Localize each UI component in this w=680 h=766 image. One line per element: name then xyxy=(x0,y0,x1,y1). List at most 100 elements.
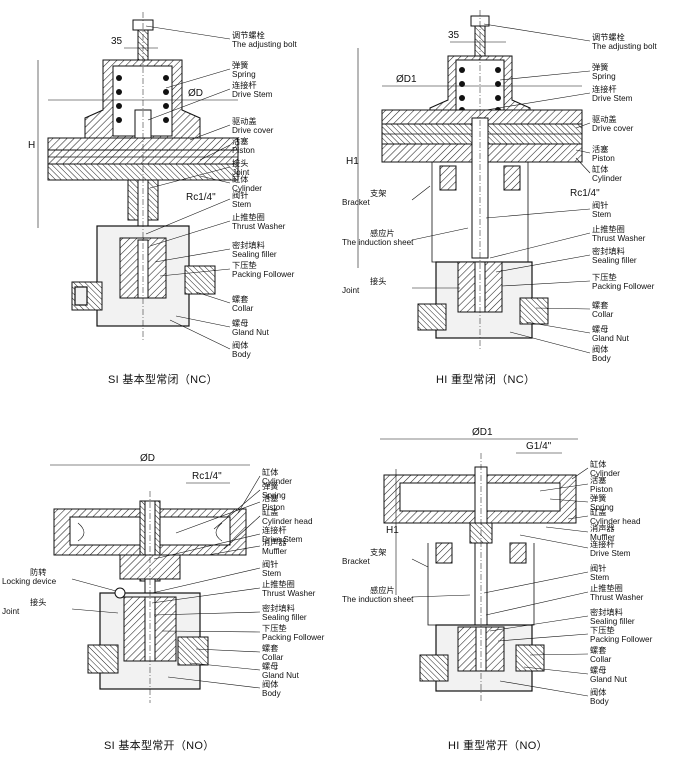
leader-line xyxy=(161,630,261,633)
leader-line xyxy=(189,662,261,671)
leader-line xyxy=(411,185,431,201)
caption: HI 重型常闭（NC） xyxy=(436,374,536,386)
part-label-zh: 螺母 xyxy=(592,324,608,334)
caption: SI 基本型常开（NO） xyxy=(104,740,215,752)
part-label-en: Thrust Washer xyxy=(232,222,286,231)
leader-line xyxy=(539,483,589,492)
leader-line xyxy=(549,498,589,503)
leader-line xyxy=(207,545,261,556)
part-label-en: Thrust Washer xyxy=(592,234,646,243)
part-label-en: Stem xyxy=(232,200,251,209)
leader-line xyxy=(519,534,589,549)
part-label-zh: 缸盖 xyxy=(590,507,606,517)
leader-line xyxy=(71,608,119,614)
leader-line xyxy=(495,254,591,273)
part-label-en: Bracket xyxy=(342,557,370,566)
part-label-zh: 连接杆 xyxy=(262,525,287,535)
part-label-zh: 止推垫圈 xyxy=(262,579,295,589)
leader-line xyxy=(167,676,261,689)
part-label-zh: 阀体 xyxy=(590,687,606,697)
part-label-zh: 阀针 xyxy=(592,200,608,210)
part-label-zh: 下压垫 xyxy=(590,625,615,635)
leader-line xyxy=(223,515,261,550)
part-label-zh: 止推垫圈 xyxy=(590,583,623,593)
part-label-zh: 缸体 xyxy=(232,174,248,184)
leader-line xyxy=(489,615,589,632)
leader-line xyxy=(153,611,261,616)
dim-diameter: ØD xyxy=(188,88,203,99)
part-label-zh: 消声器 xyxy=(262,537,287,547)
part-label-zh: 螺母 xyxy=(232,318,248,328)
part-label-zh: 螺套 xyxy=(262,643,278,653)
leader-line xyxy=(195,291,231,304)
part-label-en: Packing Follower xyxy=(262,633,325,642)
part-label-zh: 弹簧 xyxy=(262,481,278,491)
part-label-en: Body xyxy=(592,354,612,363)
dim-port: Rc1/4" xyxy=(570,188,600,199)
part-label-zh: 消声器 xyxy=(590,523,615,533)
caption: HI 重型常开（NO） xyxy=(448,740,548,752)
part-label-zh: 密封填料 xyxy=(590,607,623,617)
part-label-zh: 调节螺栓 xyxy=(232,30,265,40)
part-label-en: Muffler xyxy=(590,533,615,542)
leader-line xyxy=(483,571,589,594)
part-label-en: Sealing filler xyxy=(590,617,635,626)
part-label-zh: 支架 xyxy=(370,547,386,557)
part-label-en: Cylinder xyxy=(592,174,622,183)
leader-line xyxy=(523,666,589,675)
part-label-en: Joint xyxy=(342,286,360,295)
part-label-en: Spring xyxy=(590,503,614,512)
part-label-en: Body xyxy=(232,350,252,359)
part-label-en: Piston xyxy=(232,146,255,155)
leader-line xyxy=(237,475,261,514)
part-label-en: Locking device xyxy=(2,577,57,586)
part-label-zh: 螺套 xyxy=(592,300,608,310)
part-label-zh: 驱动盖 xyxy=(592,114,617,124)
leader-line xyxy=(485,92,591,111)
leader-line xyxy=(575,157,591,174)
part-label-en: Gland Nut xyxy=(232,328,270,337)
part-label-en: Packing Follower xyxy=(592,282,655,291)
leader-line xyxy=(199,144,231,161)
part-label-zh: 止推垫圈 xyxy=(592,224,625,234)
part-label-en: The induction sheet xyxy=(342,595,414,604)
leader-line xyxy=(165,68,231,89)
part-label-zh: 螺套 xyxy=(590,645,606,655)
part-label-en: Piston xyxy=(590,485,613,494)
hi-no-drawing: ØD1 G1/4" H1 缸体Cylinder活塞Piston弹簧Spring缸… xyxy=(342,427,653,706)
part-label-en: Sealing filler xyxy=(232,250,277,259)
part-label-en: Collar xyxy=(232,304,254,313)
leader-line xyxy=(567,515,589,520)
part-label-en: Spring xyxy=(232,70,256,79)
leader-line xyxy=(499,680,589,697)
part-label-en: Gland Nut xyxy=(592,334,630,343)
part-label-en: Drive Stem xyxy=(590,549,631,558)
part-label-en: Drive Stem xyxy=(262,535,303,544)
leader-line xyxy=(153,533,261,560)
part-label-en: Sealing filler xyxy=(592,256,637,265)
leader-line xyxy=(145,25,231,40)
leader-line xyxy=(575,149,591,154)
part-label-en: Body xyxy=(590,697,610,706)
leader-line xyxy=(159,268,231,277)
leader-line xyxy=(169,319,231,350)
leader-line xyxy=(71,578,117,592)
part-label-zh: 感应片 xyxy=(370,585,395,595)
part-label-en: The induction sheet xyxy=(342,238,414,247)
part-label-en: Gland Nut xyxy=(262,671,300,680)
leader-line xyxy=(535,307,591,310)
part-label-en: Drive cover xyxy=(232,126,274,135)
part-label-zh: 下压垫 xyxy=(232,260,257,270)
leader-line xyxy=(529,653,589,656)
part-label-en: Piston xyxy=(592,154,615,163)
part-label-zh: 活塞 xyxy=(590,475,606,485)
part-label-en: Collar xyxy=(262,653,284,662)
part-label-zh: 驱动盖 xyxy=(232,116,257,126)
part-label-en: Joint xyxy=(232,168,250,177)
part-label-zh: 缸体 xyxy=(590,459,606,469)
part-label-zh: 缸盖 xyxy=(262,507,278,517)
leader-line xyxy=(175,315,231,328)
